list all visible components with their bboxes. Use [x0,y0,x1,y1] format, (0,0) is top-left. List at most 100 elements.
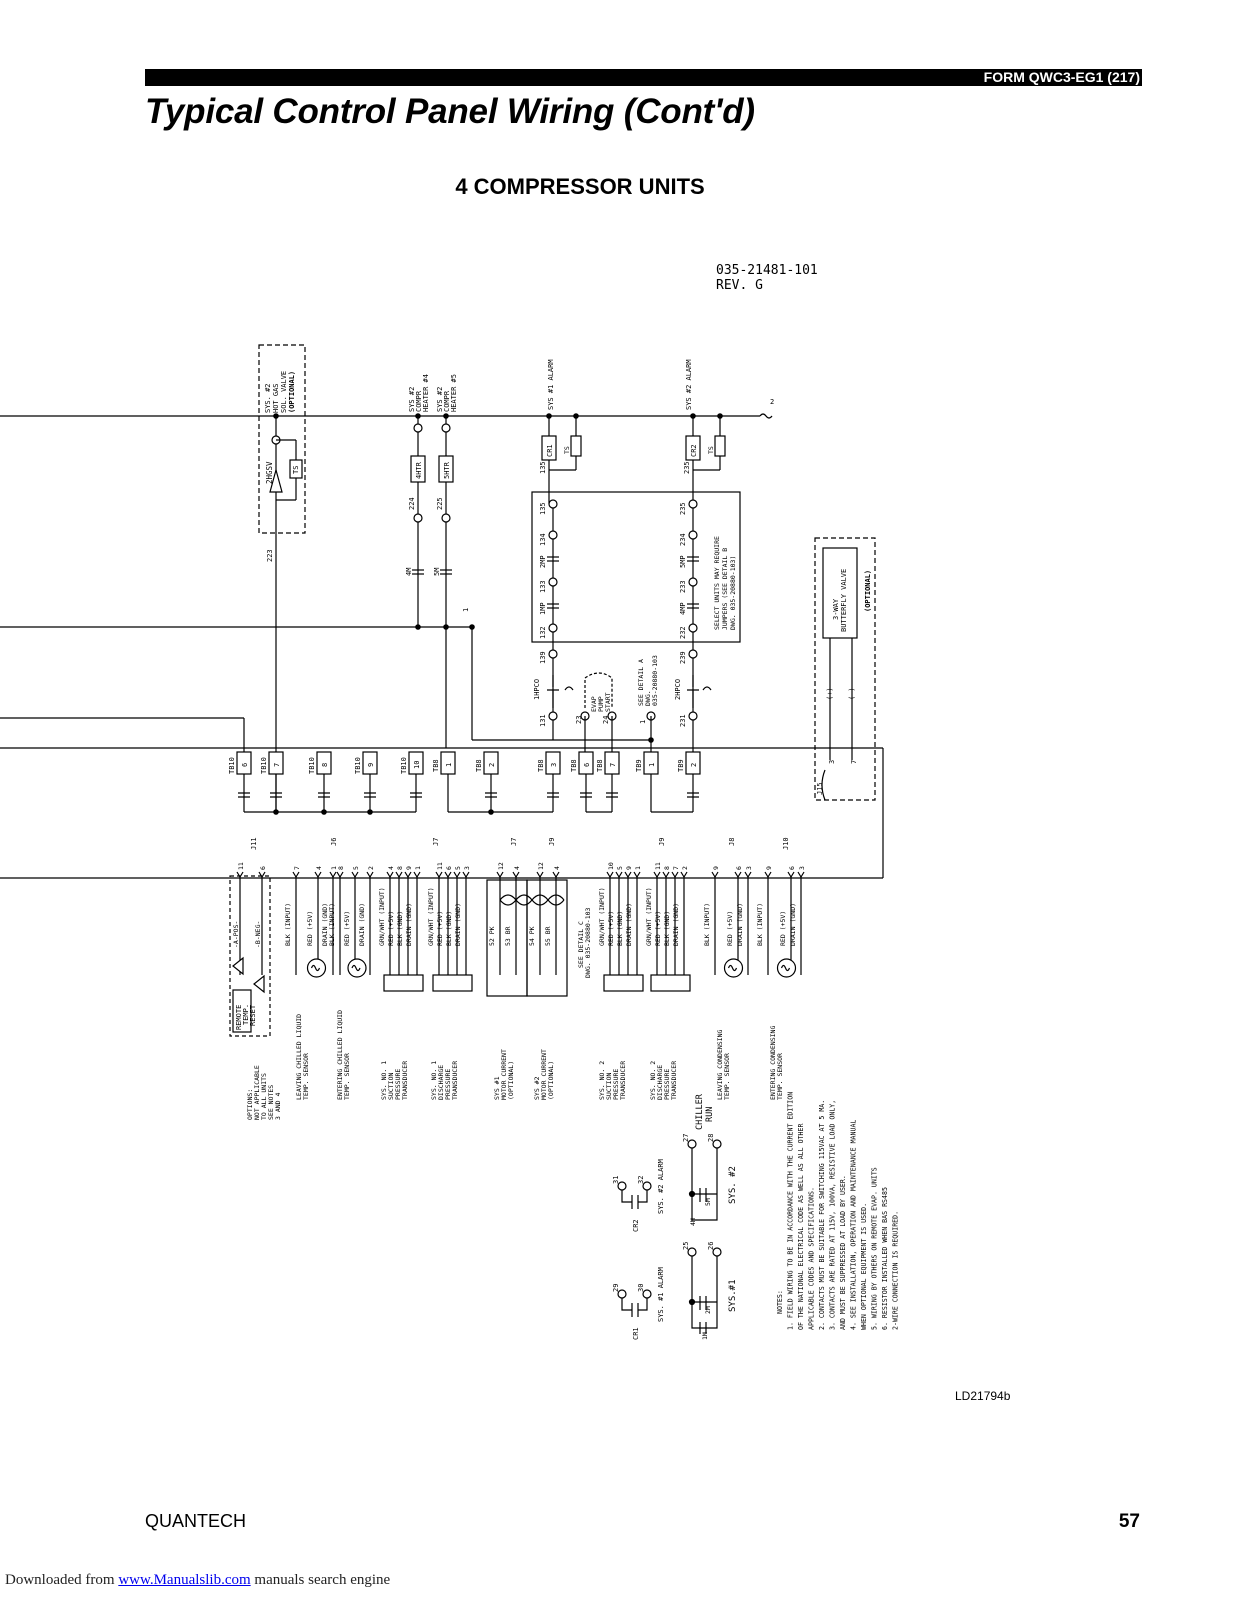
svg-text:5MP: 5MP [679,555,687,568]
svg-text:J11: J11 [250,837,258,850]
wire-label: 53 BR [504,926,512,946]
svg-text:HEATER #4: HEATER #4 [422,374,430,412]
svg-text:RUN: RUN [705,1107,715,1122]
svg-text:CR1: CR1 [632,1327,640,1340]
svg-text:SOL. VALVE: SOL. VALVE [280,371,288,413]
connector-pin: 5 [454,866,462,870]
svg-text:SYS. #2: SYS. #2 [728,1166,738,1204]
svg-text:SYS. #2 ALARM: SYS. #2 ALARM [657,1159,665,1214]
wire-label: RED (+5V) [779,911,787,946]
sensor-caption: TRANSDUCER [401,1061,409,1100]
manualslib-link[interactable]: www.Manualslib.com [118,1572,251,1588]
svg-text:234: 234 [679,533,687,546]
svg-text:5M: 5M [433,568,441,576]
svg-text:235: 235 [679,502,687,515]
svg-text:TS: TS [292,466,300,474]
sensor-caption: DISCHARGE [437,1065,445,1100]
butterfly-valve-option: 3-WAY BUTTERFLY VALVE (OPTIONAL) (+) (-)… [814,537,876,801]
connector-pin: 5 [352,866,360,870]
svg-text:224: 224 [408,497,416,510]
sensor-caption: SYS. NO. 2 [598,1061,606,1100]
svg-text:PUMP: PUMP [597,696,605,712]
alarm-relays: SYS #1 ALARM SYS #2 ALARM CR1 CR2 TS TS … [539,359,726,504]
connector-pin: 6 [788,866,796,870]
svg-text:233: 233 [679,580,687,593]
form-number: FORM QWC3-EG1 (217) [983,69,1140,85]
note-line: 6. RESISTOR INSTALLED WHEN BAS RS485 [881,1187,889,1330]
svg-text:2HPCO: 2HPCO [674,679,682,700]
svg-text:23: 23 [575,716,583,724]
svg-text:DWG. 035-20880-103): DWG. 035-20880-103) [729,556,737,630]
sensor-caption: LEAVING CHILLED LIQUID [295,1014,303,1100]
sensor-caption: (OPTIONAL) [507,1061,515,1100]
svg-text:6: 6 [583,763,591,767]
alarm-contact-sys1: 29 30 CR1 SYS. #1 ALARM [612,1267,665,1340]
svg-text:3: 3 [828,760,836,764]
notes-block: NOTES:1. FIELD WIRING TO BE IN ACCORDANC… [776,1092,900,1330]
wire-label: RED (+5V) [726,911,734,946]
svg-text:HOT GAS: HOT GAS [272,383,280,413]
connector-pin: 11 [654,862,662,870]
svg-text:TB9: TB9 [635,759,643,772]
page-title: Typical Control Panel Wiring (Cont'd) [145,92,755,131]
note-line: 4. SEE INSTALLATION, OPERATION AND MAINT… [850,1120,858,1330]
svg-text:1M: 1M [701,1332,709,1340]
connector-pin: 7 [672,866,680,870]
svg-text:J9: J9 [658,838,666,846]
alarm-contact-sys2: 31 32 CR2 SYS. #2 ALARM [612,1159,665,1232]
svg-text:SYS #2: SYS #2 [436,387,444,412]
connector-pin: 11 [436,862,444,870]
run-contact-sys2: 27 28 5M 4M SYS. #2 [682,1134,738,1226]
download-suffix: manuals search engine [250,1572,391,1588]
svg-text:131: 131 [539,714,547,727]
thermistor-icon [776,958,797,978]
sensor-caption: PRESSURE [444,1069,452,1100]
sensor-caption: PRESSURE [394,1069,402,1100]
output-contacts: 29 30 CR1 SYS. #1 ALARM 31 32 CR2 SYS. #… [612,1093,738,1340]
svg-text:32: 32 [637,1176,645,1184]
sensor-caption: TRANSDUCER [451,1061,459,1100]
svg-text:TB10: TB10 [260,757,268,774]
wire-label: DRAIN (GND) [672,903,680,946]
sensor-caption: SUCTION [605,1073,613,1100]
sensor-caption: SYS. NO. 1 [380,1061,388,1100]
svg-text:2: 2 [690,763,698,767]
svg-text:DWG. 035-20880-103: DWG. 035-20880-103 [584,907,592,978]
svg-text:2: 2 [488,763,496,767]
sensor-caption: TRANSDUCER [619,1061,627,1100]
wire-label: -B-NEG- [254,921,262,948]
wire-label: RED (+5V) [436,911,444,946]
thermistor-icon [306,958,327,978]
wire-label: GRN/WHT (INPUT) [645,887,653,946]
svg-text:26: 26 [707,1242,715,1250]
pump-start-section: 1HPCO 2HPCO 139 131 239 231 23 24 1 EVAP… [533,651,712,752]
svg-text:CR2: CR2 [632,1219,640,1232]
svg-text:J7: J7 [432,838,440,846]
svg-text:1HPCO: 1HPCO [533,679,541,700]
svg-text:J10: J10 [782,837,790,850]
connector-pin: 8 [396,866,404,870]
svg-text:DWG.: DWG. [644,690,652,706]
svg-text:2M: 2M [704,1306,712,1314]
sensor-caption: TEMP. SENSOR [776,1053,784,1100]
wire-label: GRN/WHT (INPUT) [427,887,435,946]
wire-label: BLK (GND) [616,911,624,946]
connector-pin: 6 [259,866,267,870]
svg-text:JUMPERS (SEE DETAIL B: JUMPERS (SEE DETAIL B [721,548,729,630]
wire-label: BLK (INPUT) [703,903,711,946]
page-number: 57 [1118,1511,1140,1532]
sensor-caption: 3 AND 4 [274,1093,282,1120]
svg-text:4M: 4M [405,568,413,576]
svg-text:10: 10 [413,761,421,769]
svg-text:24: 24 [602,716,610,724]
sensor-caption: ENTERING CHILLED LIQUID [336,1010,344,1100]
svg-text:J15: J15 [816,782,824,795]
connector-pin: 9 [405,866,413,870]
svg-text:SEE DETAIL C: SEE DETAIL C [577,921,585,968]
transducer-icon [432,974,473,992]
